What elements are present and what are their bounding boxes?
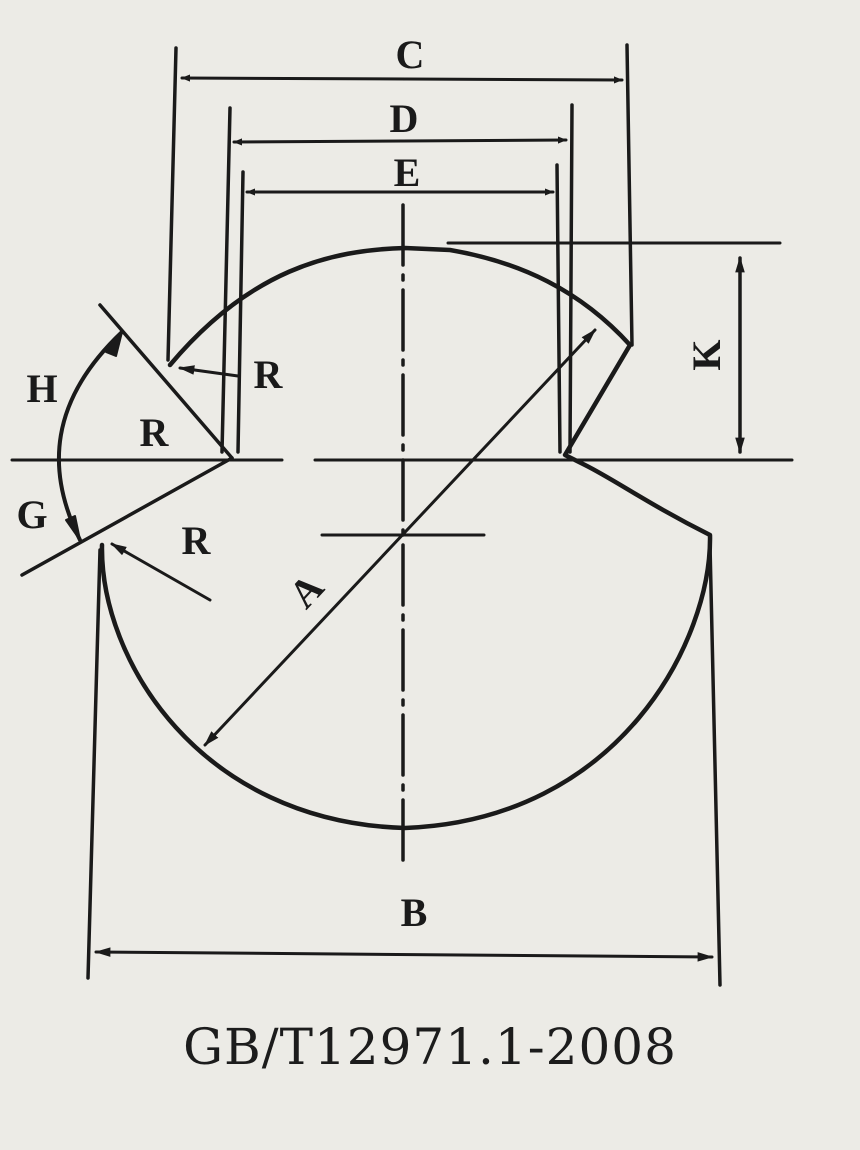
c-extension-right	[625, 43, 634, 347]
h-arc-arrowhead	[105, 331, 123, 357]
d-extension-left	[220, 106, 232, 454]
b-extension-right	[708, 543, 722, 987]
r-top-leader	[178, 365, 240, 378]
standard-number: GB/T12971.1-2008	[183, 1018, 677, 1076]
a-diameter-line	[203, 328, 597, 747]
g-arc-arrowhead	[65, 515, 81, 541]
label-r-left: R	[140, 410, 170, 455]
d-dimension-line	[232, 136, 568, 146]
label-e: E	[394, 150, 421, 195]
profile-outline	[99, 245, 713, 831]
label-h: H	[26, 366, 57, 411]
label-d: D	[390, 96, 419, 141]
b-extension-left	[86, 548, 102, 980]
b-dimension-line	[94, 947, 714, 962]
d-extension-right	[568, 103, 574, 454]
e-extension-right	[555, 163, 562, 454]
label-a: A	[280, 565, 333, 617]
e-extension-left	[236, 170, 245, 454]
label-c: C	[396, 32, 425, 77]
h-g-arc	[56, 330, 124, 542]
r-bottom-leader	[110, 542, 212, 602]
label-r-top: R	[254, 352, 284, 397]
label-k: K	[684, 339, 729, 370]
label-b: B	[401, 890, 428, 935]
c-extension-left	[166, 46, 178, 362]
groove-lower-flank	[20, 456, 234, 577]
c-dimension-line	[180, 74, 624, 84]
label-r-bottom: R	[182, 518, 212, 563]
label-g: G	[16, 492, 47, 537]
